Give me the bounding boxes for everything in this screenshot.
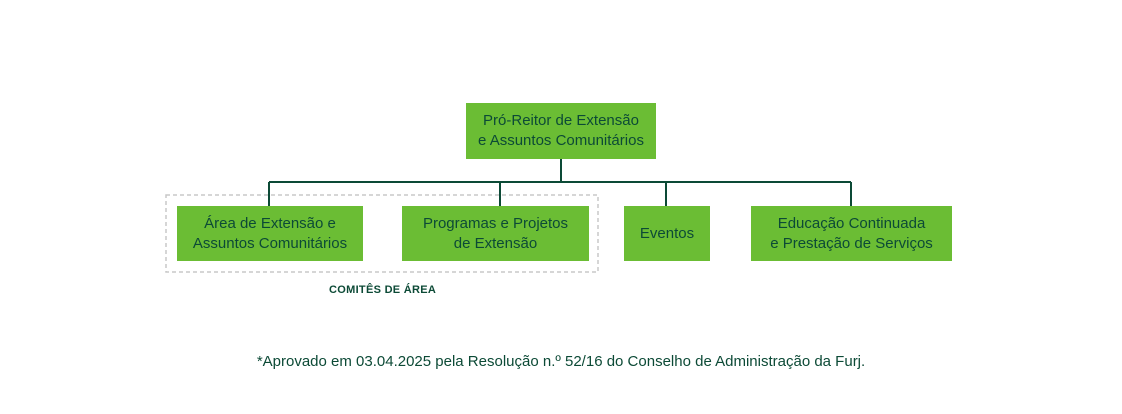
root-node-label: Pró-Reitor de Extensão e Assuntos Comuni… — [478, 112, 644, 149]
committee-group-label: COMITÊS DE ÁREA — [329, 284, 437, 296]
child-node-eventos: Eventos — [624, 206, 710, 261]
child-node-label: Eventos — [639, 224, 695, 242]
approval-footnote: *Aprovado em 03.04.2025 pela Resolução n… — [256, 353, 866, 370]
child-node-label: Educação Continuada e Prestação de Servi… — [770, 214, 933, 252]
child-node-educacao: Educação Continuada e Prestação de Servi… — [751, 206, 952, 261]
root-node: Pró-Reitor de Extensão e Assuntos Comuni… — [466, 103, 656, 159]
child-node-extensao: Área de Extensão e Assuntos Comunitários — [177, 206, 363, 261]
child-node-label: Área de Extensão e Assuntos Comunitários — [192, 214, 348, 252]
child-node-programas: Programas e Projetos de Extensão — [402, 206, 589, 261]
committee-group-outline — [165, 194, 599, 273]
child-node-label: Programas e Projetos de Extensão — [422, 214, 569, 252]
